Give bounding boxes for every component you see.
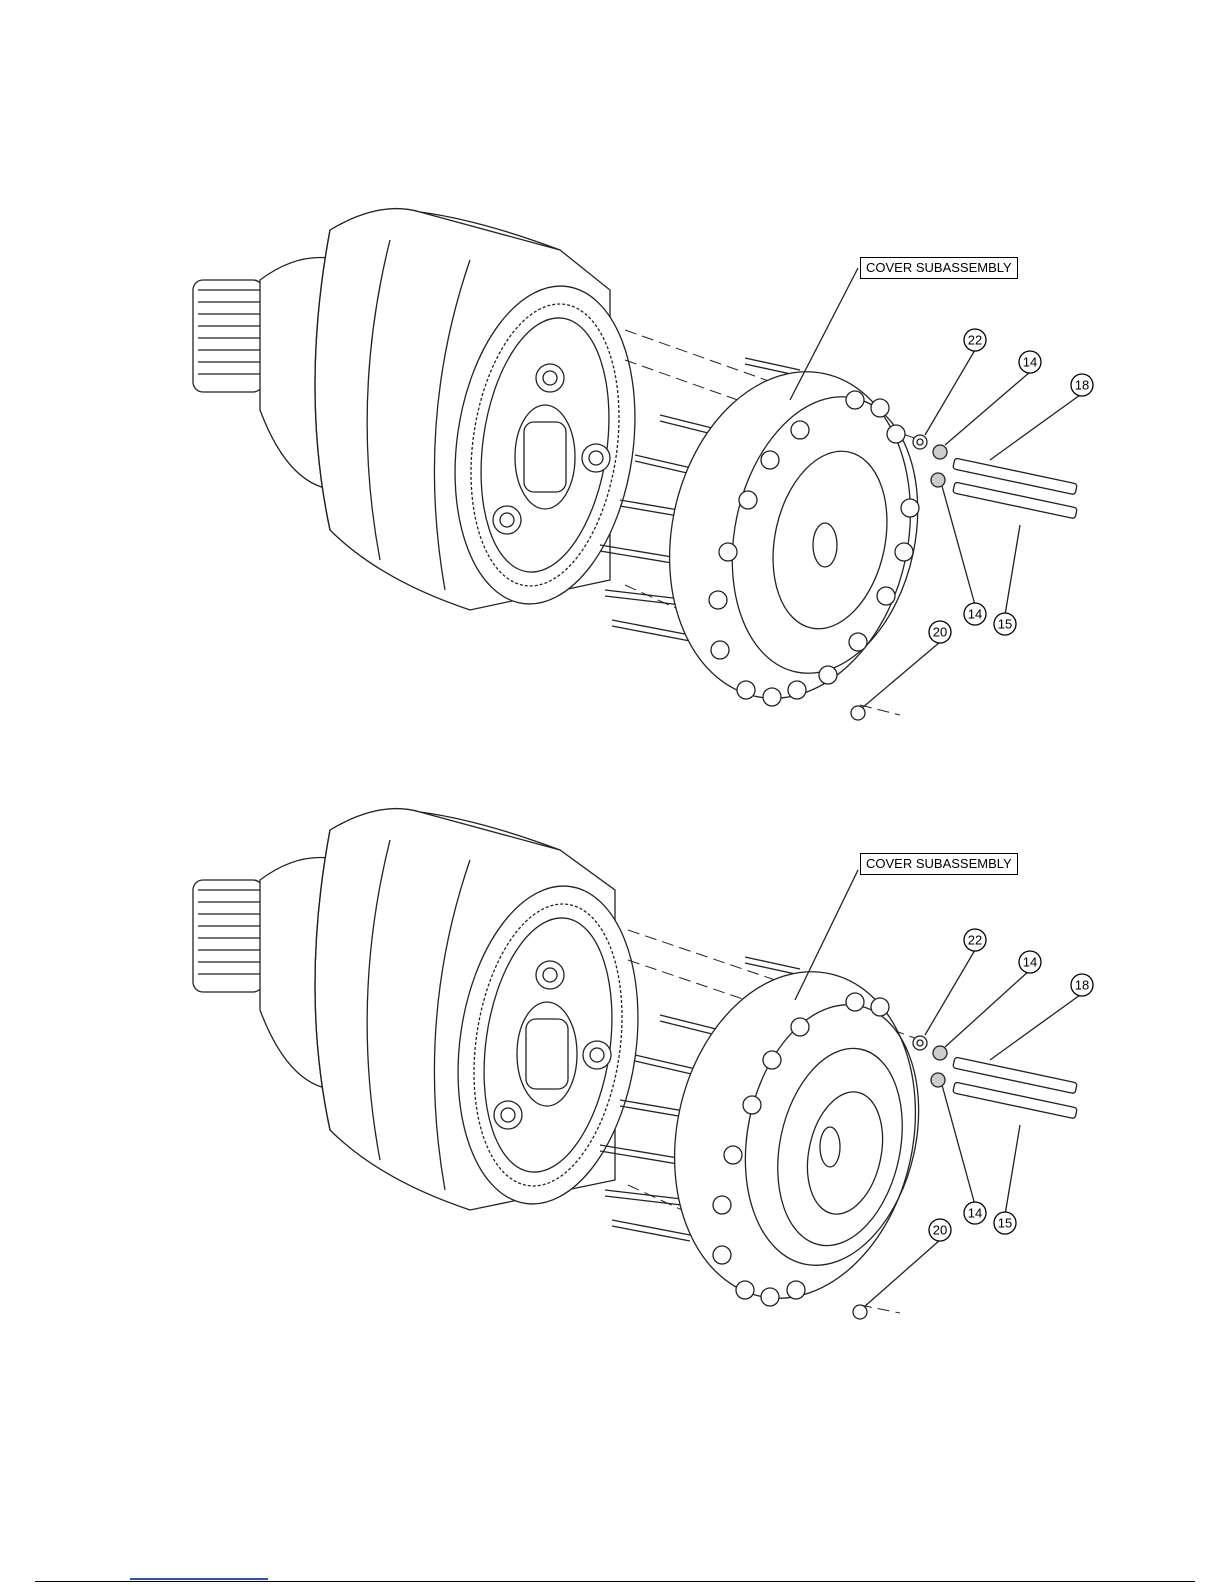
balloon-15: 15 xyxy=(994,613,1016,635)
balloon-14-lower: 14 xyxy=(964,1202,986,1224)
svg-text:20: 20 xyxy=(933,625,947,640)
balloon-18: 18 xyxy=(1071,974,1093,996)
balloon-14-upper: 14 xyxy=(1019,951,1041,973)
output-shaft xyxy=(193,880,263,992)
output-shaft xyxy=(193,280,263,392)
gearbox-drawing: 22 14 18 14 15 20 xyxy=(0,190,1225,810)
balloon-18: 18 xyxy=(1071,374,1093,396)
cover-subassembly-label: COVER SUBASSEMBLY xyxy=(860,257,1018,279)
svg-text:18: 18 xyxy=(1075,978,1089,993)
cover-subassembly xyxy=(645,949,944,1321)
svg-text:14: 14 xyxy=(968,607,982,622)
balloon-20: 20 xyxy=(929,621,951,643)
svg-text:20: 20 xyxy=(933,1223,947,1238)
balloon-14-lower: 14 xyxy=(964,603,986,625)
balloon-15: 15 xyxy=(994,1212,1016,1234)
gearbox-drawing: 22 14 18 14 15 20 xyxy=(0,785,1225,1405)
exploded-view-diagram-top: 22 14 18 14 15 20 COVER SUBASSEMBLY xyxy=(0,190,1225,810)
exploded-view-diagram-bottom: 22 14 18 14 15 20 COVER SUBASSEMBLY xyxy=(0,785,1225,1405)
page-bottom-link-underline[interactable] xyxy=(130,1578,268,1580)
svg-text:22: 22 xyxy=(968,933,982,948)
svg-text:14: 14 xyxy=(1023,955,1037,970)
svg-text:22: 22 xyxy=(968,333,982,348)
balloon-14-upper: 14 xyxy=(1019,351,1041,373)
svg-text:15: 15 xyxy=(998,617,1012,632)
svg-text:15: 15 xyxy=(998,1216,1012,1231)
cover-subassembly-label: COVER SUBASSEMBLY xyxy=(860,853,1018,875)
cover-subassembly xyxy=(640,349,942,721)
page-bottom-rule xyxy=(35,1581,1195,1582)
svg-text:14: 14 xyxy=(968,1206,982,1221)
balloon-20: 20 xyxy=(929,1219,951,1241)
balloon-22: 22 xyxy=(964,929,986,951)
svg-text:14: 14 xyxy=(1023,355,1037,370)
balloon-22: 22 xyxy=(964,329,986,351)
svg-text:18: 18 xyxy=(1075,378,1089,393)
